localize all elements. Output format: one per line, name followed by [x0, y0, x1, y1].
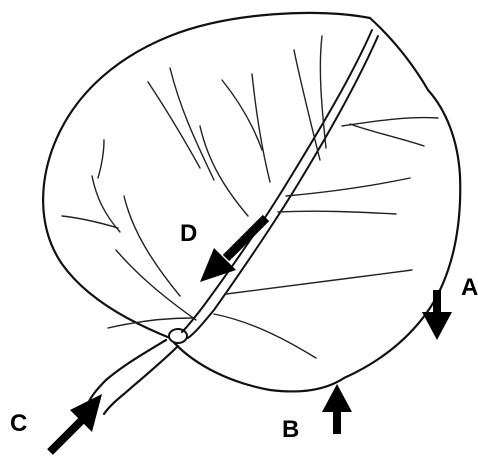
vein	[293, 49, 321, 161]
midrib-lower	[187, 35, 379, 339]
arrow-c-up-right	[47, 394, 102, 455]
vein	[97, 139, 105, 179]
vein	[225, 269, 413, 295]
midrib-upper	[181, 29, 373, 333]
vein	[349, 123, 425, 147]
vein	[91, 175, 121, 233]
vein	[285, 177, 411, 197]
vein	[199, 125, 249, 217]
petiole-left-edge	[86, 338, 168, 406]
vein	[61, 215, 119, 229]
arrow-b-up	[322, 384, 352, 434]
label-b: B	[282, 416, 300, 443]
vein	[115, 249, 197, 321]
vein	[277, 210, 397, 215]
arrow-d-down-left	[200, 214, 270, 282]
vein	[221, 79, 263, 151]
arrow-a-down	[422, 290, 452, 340]
leaf-outline	[42, 11, 462, 393]
vein	[123, 195, 181, 297]
vein	[169, 67, 215, 181]
label-a: A	[461, 274, 478, 301]
vein	[319, 35, 327, 149]
label-c: C	[10, 410, 28, 437]
label-d: D	[180, 220, 198, 247]
vein	[213, 313, 317, 359]
petiole-node	[168, 328, 188, 344]
vein	[107, 317, 193, 329]
vein	[341, 116, 439, 127]
petiole-right-edge	[102, 344, 180, 416]
vein	[147, 81, 201, 169]
vein	[251, 73, 271, 183]
